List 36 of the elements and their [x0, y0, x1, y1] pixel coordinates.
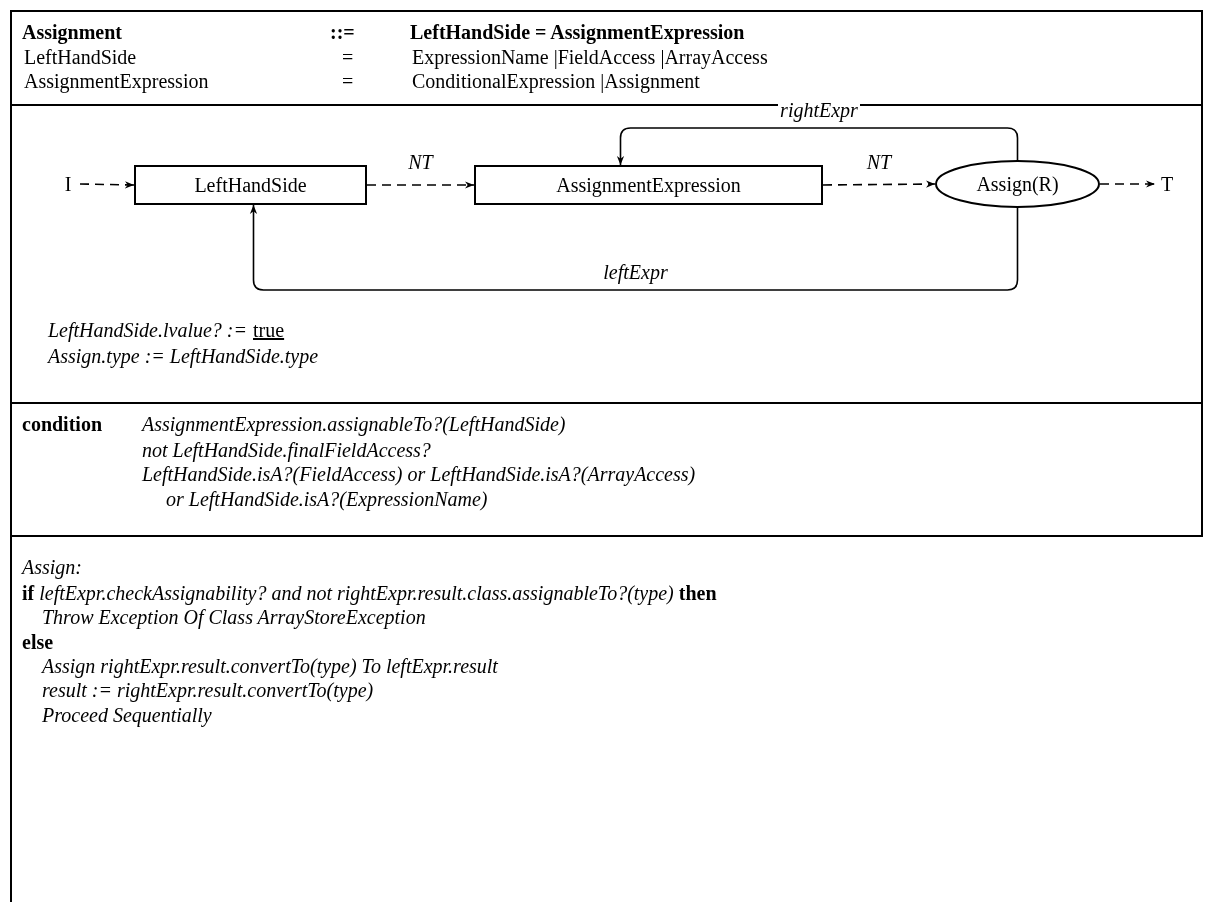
arrow — [366, 181, 475, 189]
code-line: Assign rightExpr.result.convertTo(type) To leftExpr.result — [42, 654, 498, 678]
condition-text: not LeftHandSide.finalFieldAccess? — [142, 438, 431, 462]
condition-text: or LeftHandSide.isA?(ExpressionName) — [166, 487, 488, 511]
value-text: true — [253, 318, 285, 342]
code-line: Proceed Sequentially — [42, 703, 212, 727]
alternatives-text: ConditionalExpression |Assignment — [412, 69, 700, 93]
ellipse-node: Assign(R) — [935, 160, 1100, 208]
equals-sign: = — [342, 45, 354, 69]
nonterminal-name: LeftHandSide — [24, 45, 137, 69]
terminal-label: I — [58, 172, 78, 196]
code-line: if leftExpr.checkAssignability? and not rightExpr.result.class.assignableTo?(type) then — [22, 581, 717, 605]
production-rule: LeftHandSide = AssignmentExpression — [410, 20, 745, 44]
arrow — [249, 204, 1019, 291]
attribute-rule: LeftHandSide.lvalue? := — [48, 318, 247, 342]
nonterminal-name: AssignmentExpression — [24, 69, 209, 93]
arrow — [616, 127, 1019, 166]
keyword-text: else — [22, 630, 54, 654]
edge-label: leftExpr — [601, 261, 670, 283]
arrow — [79, 181, 135, 189]
arrow — [1099, 180, 1156, 188]
attribute-rule: Assign.type := LeftHandSide.type — [48, 344, 319, 368]
alternatives-text: ExpressionName |FieldAccess |ArrayAccess — [412, 45, 768, 69]
condition-text: AssignmentExpression.assignableTo?(LeftHandSide) — [142, 412, 566, 436]
condition-text: LeftHandSide.isA?(FieldAccess) or LeftHandSide.isA?(ArrayAccess) — [142, 462, 696, 486]
rule-name: Assignment — [22, 20, 122, 44]
code-line: Throw Exception Of Class ArrayStoreException — [42, 605, 426, 629]
code-line: result := rightExpr.result.convertTo(type) — [42, 678, 374, 702]
equals-sign: = — [342, 69, 354, 93]
keyword-text: condition — [22, 412, 103, 436]
code-line: Assign: — [22, 555, 82, 579]
terminal-label: T — [1157, 172, 1177, 196]
process-box: LeftHandSide — [134, 165, 367, 205]
production-symbol: ::= — [330, 20, 355, 44]
arrow — [822, 180, 936, 188]
process-box: AssignmentExpression — [474, 165, 823, 205]
